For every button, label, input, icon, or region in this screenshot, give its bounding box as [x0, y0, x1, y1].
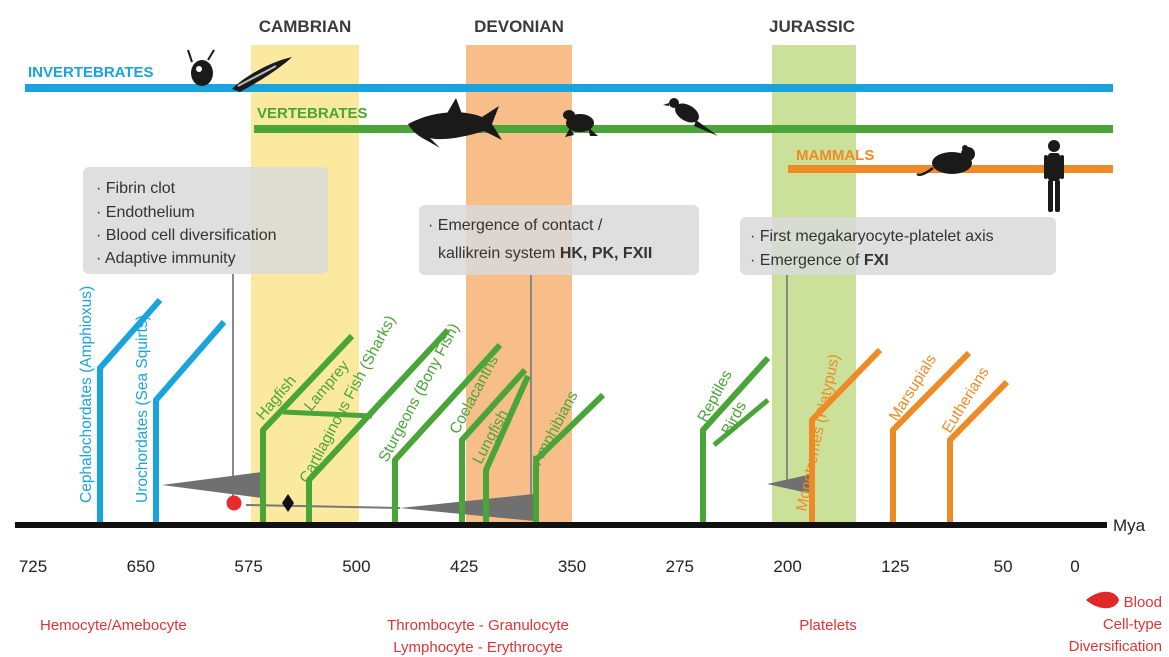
info-blood-cell-diversification: · Blood cell diversification	[96, 227, 277, 244]
blood-label-line1: Blood	[1124, 594, 1162, 611]
wedge-contact-system-timing	[400, 494, 534, 521]
human-icon	[1044, 140, 1064, 212]
wedge-platelet-timing	[767, 474, 812, 494]
period-label-devonian: DEVONIAN	[474, 17, 564, 36]
invertebrates-label: INVERTEBRATES	[28, 64, 154, 81]
info-platelet-axis: · First megakaryocyte-platelet axis	[750, 228, 994, 245]
snail-icon	[187, 49, 215, 86]
branch-cephalochordates	[97, 298, 163, 523]
blood-label-line3: Diversification	[1069, 638, 1162, 655]
info-fibrin-clot: · Fibrin clot	[96, 180, 176, 197]
celltype-thrombocyte-granulocyte: Thrombocyte - Granulocyte	[387, 617, 569, 634]
axis-tick-label-650: 650	[127, 557, 155, 576]
red-dot-marker	[226, 495, 242, 511]
info-endothelium: · Endothelium	[96, 204, 195, 221]
label-cephalochordates: Cephalochordates (Amphioxus)	[78, 286, 95, 503]
branch-eutherians	[947, 379, 1010, 523]
axis-unit-label: Mya	[1113, 516, 1146, 535]
period-label-jurassic: JURASSIC	[769, 17, 855, 36]
branch-sturgeons	[392, 342, 503, 523]
bird-icon	[663, 98, 718, 136]
info-fxi-line: · Emergence of FXI	[750, 252, 889, 269]
celltype-platelets: Platelets	[799, 617, 857, 634]
info-box-devonian	[419, 205, 699, 275]
axis-tick-label-275: 275	[666, 557, 694, 576]
info-adaptive-immunity: · Adaptive immunity	[96, 250, 236, 267]
mammals-label: MAMMALS	[796, 147, 874, 164]
branch-monotremes	[809, 347, 883, 523]
rat-icon	[916, 145, 975, 176]
axis-tick-label-575: 575	[234, 557, 262, 576]
branch-lamprey	[282, 409, 373, 419]
shark-icon	[408, 98, 502, 148]
branch-urochordates	[153, 320, 227, 523]
branch-amphibians	[533, 392, 606, 523]
period-label-cambrian: CAMBRIAN	[259, 17, 352, 36]
branch-reptiles	[700, 355, 771, 523]
axis-tick-label-425: 425	[450, 557, 478, 576]
branch-marsupials	[890, 350, 972, 523]
celltype-lymphocyte-erythrocyte: Lymphocyte - Erythrocyte	[393, 639, 563, 656]
squid-icon	[232, 57, 292, 92]
axis-tick-label-200: 200	[773, 557, 801, 576]
axis-tick-label-500: 500	[342, 557, 370, 576]
axis-tick-label-725: 725	[19, 557, 47, 576]
branch-hagfish	[260, 333, 355, 523]
wedge-invertebrate-timing	[162, 472, 262, 498]
info-box-cambrian	[83, 167, 328, 274]
info-box-jurassic	[740, 217, 1056, 275]
celltype-hemocyte: Hemocyte/Amebocyte	[40, 617, 187, 634]
frog-icon	[563, 110, 598, 137]
axis-tick-label-50: 50	[994, 557, 1013, 576]
label-urochordates: Urochordates (Sea Squirts)	[134, 315, 151, 503]
axis-tick-label-350: 350	[558, 557, 586, 576]
diamond-marker	[282, 494, 294, 512]
branch-birds	[712, 398, 770, 447]
axis-tick-label-125: 125	[881, 557, 909, 576]
blood-drop-icon	[1086, 591, 1119, 609]
branch-sharks	[306, 327, 451, 523]
axis-tick-label-0: 0	[1070, 557, 1079, 576]
info-contact-system-line2: kallikrein system HK, PK, FXII	[438, 245, 652, 262]
branch-lungfish	[483, 374, 531, 523]
blood-label-line2: Cell-type	[1103, 616, 1162, 633]
info-contact-system-line1: · Emergence of contact /	[428, 217, 603, 234]
vertebrates-label: VERTEBRATES	[257, 105, 368, 122]
timing-connector-line	[245, 504, 401, 509]
branch-coelacanths	[459, 367, 528, 523]
